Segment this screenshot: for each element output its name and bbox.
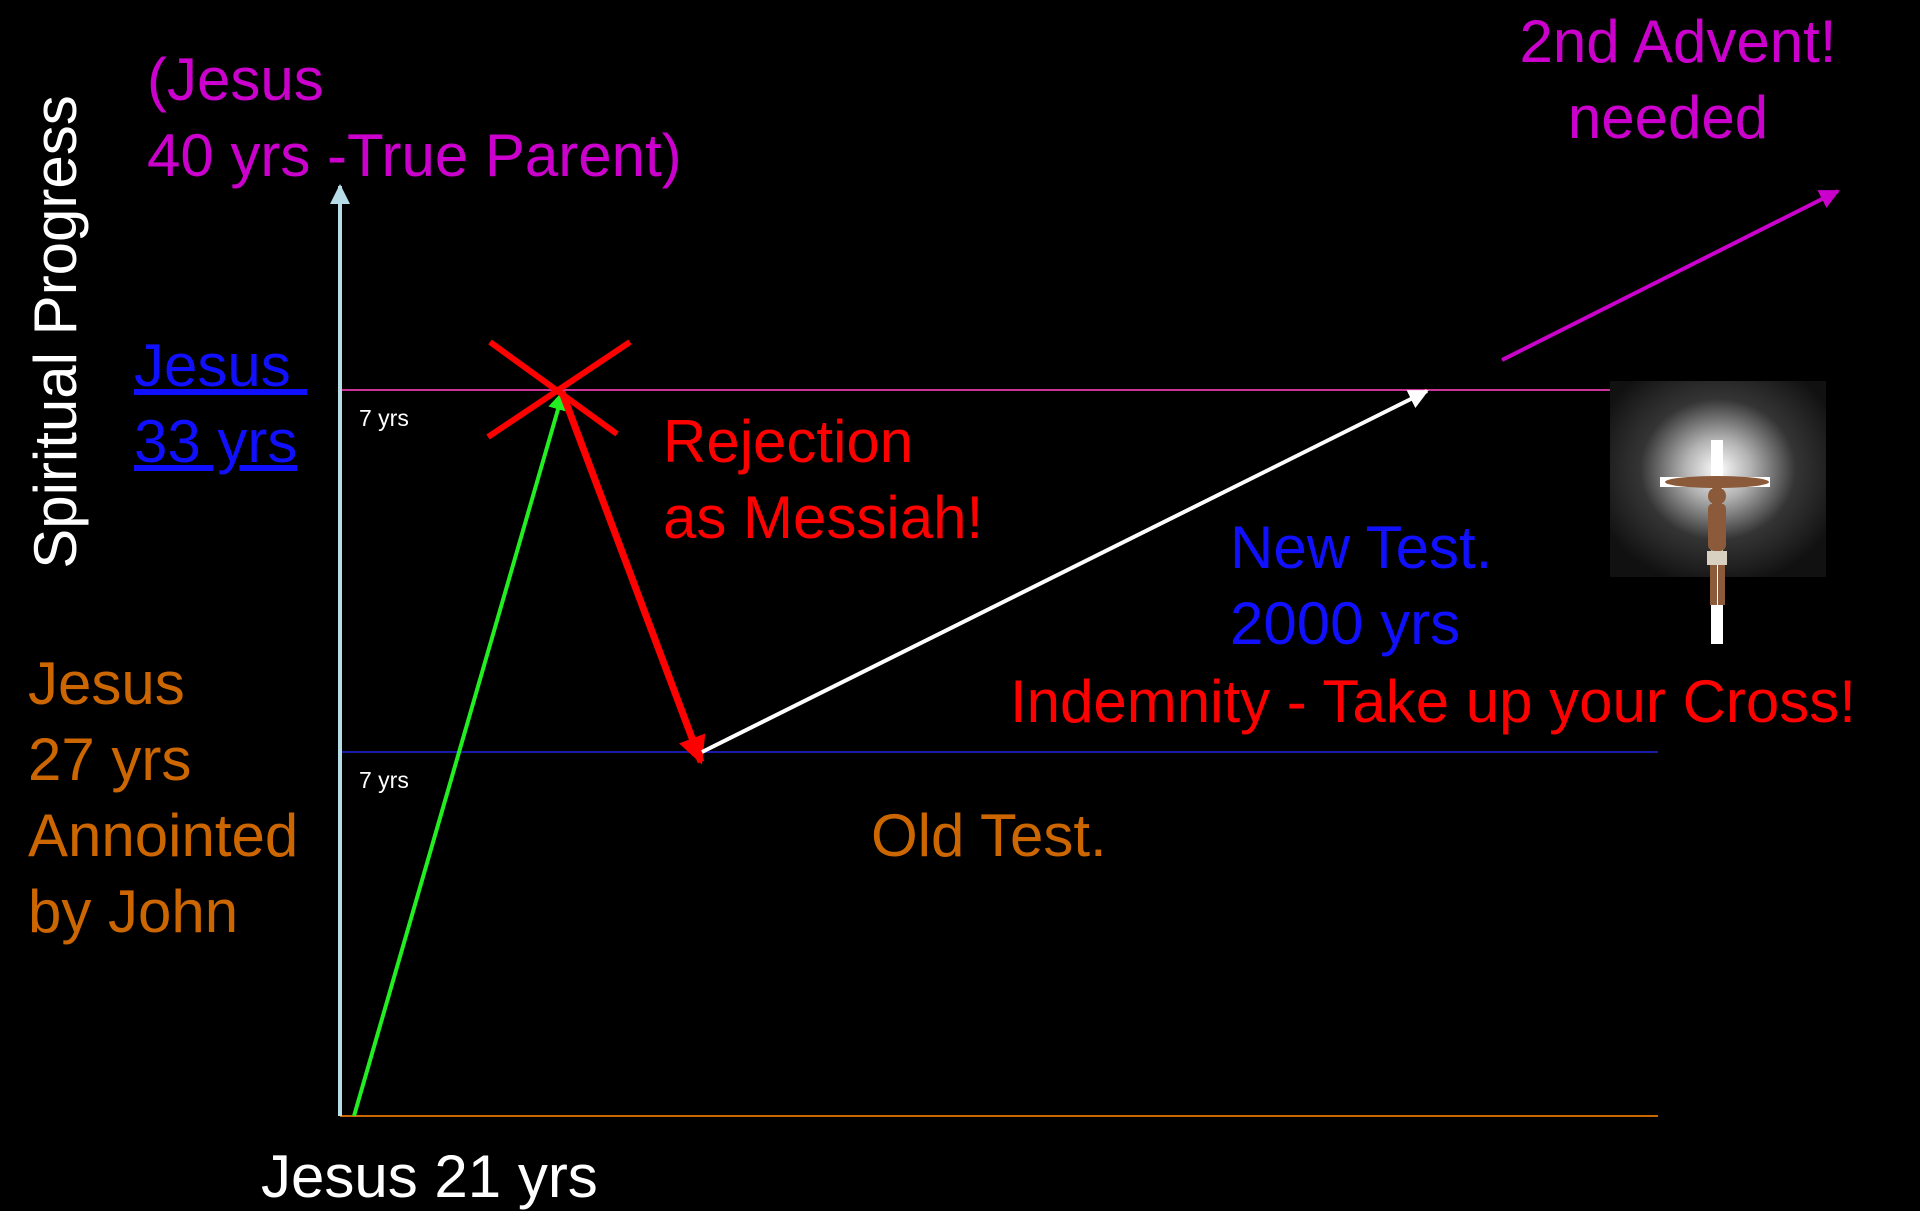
jesus-27-label-line4: by John: [28, 878, 238, 945]
jesus-27-label-line3: Annointed: [28, 802, 298, 869]
second-advent-label-line2: needed: [1568, 84, 1768, 151]
seven-yrs-lower-label: 7 yrs: [359, 767, 409, 793]
new-testament-arrow: [701, 389, 1429, 754]
rejection-arrow: [558, 390, 706, 765]
jesus-27-label-line2: 27 yrs: [28, 726, 191, 793]
new-test-label-line1: New Test.: [1230, 514, 1492, 581]
new-test-label-line2: 2000 yrs: [1230, 590, 1460, 657]
rejection-cross-stroke-b: [486, 339, 632, 440]
rejection-cross-stroke-a: [488, 339, 619, 437]
old-test-label: Old Test.: [871, 802, 1107, 869]
jesus-40-label-line2: 40 yrs -True Parent): [147, 122, 682, 189]
y-axis-label: Spiritual Progress: [22, 95, 89, 569]
jesus-33-link-line1[interactable]: Jesus: [134, 332, 307, 399]
second-advent-label-line1: 2nd Advent!: [1520, 8, 1837, 75]
rejection-label-line2: as Messiah!: [663, 484, 983, 551]
seven-yrs-upper-label: 7 yrs: [359, 405, 409, 431]
crucifix-image: [1610, 381, 1826, 644]
jesus-21-label: Jesus 21 yrs: [261, 1143, 598, 1210]
jesus-40-label-line1: (Jesus: [147, 46, 324, 113]
rise-arrow: [352, 390, 568, 1117]
second-advent-arrow: [1501, 189, 1840, 362]
indemnity-label: Indemnity - Take up your Cross!: [1010, 668, 1856, 735]
jesus-27-label-line1: Jesus: [28, 650, 185, 717]
rejection-label-line1: Rejection: [663, 408, 913, 475]
jesus-33-link-line2[interactable]: 33 yrs: [134, 408, 297, 475]
